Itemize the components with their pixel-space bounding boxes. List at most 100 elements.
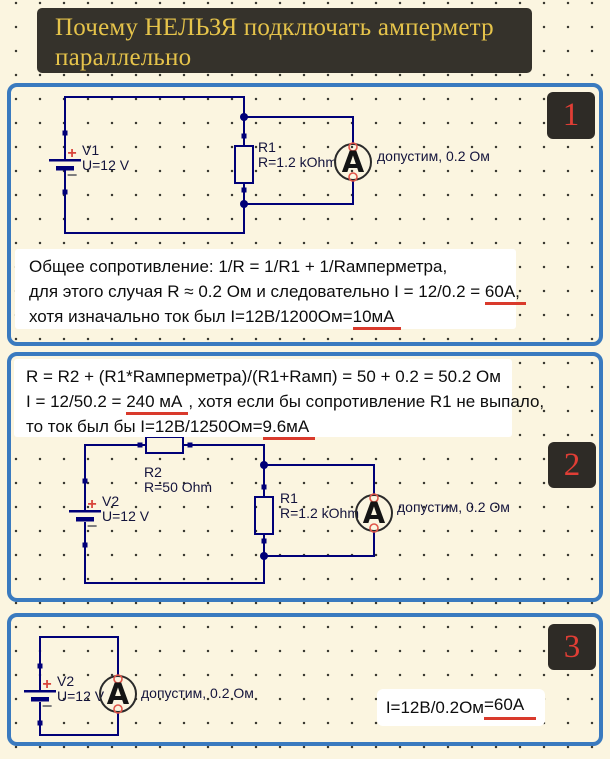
circuit-2: + − V2 U=12 V R2 R=50 Ohm R1 R=1.2 kOhm (69, 436, 510, 584)
battery-v2: + − V2 U=12 V (24, 663, 105, 726)
text-segment: то ток был бы I=12В/1250Ом= (26, 417, 263, 436)
resistor-body (145, 436, 184, 454)
wire (84, 522, 265, 584)
resistor-name-label: R1 (280, 490, 298, 506)
text-segment: I=12В/0.2Ом (385, 697, 484, 717)
battery-long-plate (24, 690, 56, 693)
ammeter-body (99, 675, 137, 713)
battery-name-label: V2 (102, 493, 119, 509)
minus-sign: − (87, 516, 98, 536)
panel-2-frame (7, 352, 603, 602)
ammeter-body (355, 494, 393, 532)
resistor-name-label: R1 (258, 139, 276, 155)
junction-dot (260, 552, 268, 560)
wire (84, 444, 146, 510)
ammeter-1: A допустим, 0.2 Ом (334, 142, 490, 182)
resistor-value-label: R=1.2 kOhm (280, 505, 359, 521)
terminal-square (82, 542, 88, 548)
battery-short-plate (76, 517, 94, 522)
text-segment: I = 12/50.2 = (26, 392, 127, 411)
battery-v1: + − V1 U=12 V (49, 130, 130, 195)
step-number: 1 (562, 97, 580, 133)
wire (183, 444, 265, 497)
plus-sign: + (42, 676, 51, 693)
wire (64, 170, 245, 234)
text-segment: , хотя если бы сопротивление R1 не выпал… (188, 392, 545, 411)
ammeter-terminal (113, 674, 123, 684)
underlined-value: 60А, (484, 282, 526, 305)
resistor-r1: R1 R=1.2 kOhm (254, 484, 359, 544)
battery-long-plate (69, 510, 101, 513)
battery-value-label: U=12 V (102, 508, 150, 524)
resistor-r2: R2 R=50 Ohm (137, 436, 212, 495)
explanation-line: то ток был бы I=12В/1250Ом=9.6мА (26, 414, 512, 440)
step-number: 2 (563, 446, 581, 483)
ammeter-letter: A (342, 145, 365, 179)
battery-name-label: V1 (82, 142, 99, 158)
wire (244, 180, 354, 205)
resistor-r1: R1 R=1.2 kOhm (234, 133, 337, 193)
plus-sign: + (67, 145, 76, 162)
ammeter-2: A допустим, 0.2 Ом (355, 493, 510, 533)
resistor-name-label: R2 (144, 464, 162, 480)
text-segment: Общее сопротивление: 1/R = 1/R1 + 1/Rамп… (29, 257, 448, 276)
minus-sign: − (67, 165, 78, 185)
text-segment: для этого случая R ≈ 0.2 Ом и следовател… (29, 282, 485, 301)
page-title: Почему НЕЛЬЗЯ подключать амперметр парал… (55, 14, 494, 71)
battery-short-plate (31, 697, 49, 702)
title-banner: Почему НЕЛЬЗЯ подключать амперметр парал… (37, 8, 532, 73)
terminal-square (241, 133, 247, 139)
terminal-square (37, 663, 43, 669)
terminal-square (82, 478, 88, 484)
step-number: 3 (563, 628, 581, 665)
battery-v2: + − V2 U=12 V (69, 478, 150, 548)
explanation-box-2: R = R2 + (R1*Rамперметра)/(R1+Rамп) = 50… (14, 359, 544, 440)
terminal-square (241, 187, 247, 193)
ammeter-terminal (348, 172, 358, 182)
terminal-square (37, 720, 43, 726)
circuit-1: + − V1 U=12 V R1 R=1.2 kOhm A (49, 96, 490, 234)
ammeter-terminal (369, 523, 379, 533)
ammeter-note: допустим, 0.2 Ом (397, 499, 510, 515)
wire (64, 96, 245, 159)
step-badge-2: 2 (548, 442, 596, 488)
step-badge-3: 3 (548, 624, 596, 670)
explanation-line: R = R2 + (R1*Rамперметра)/(R1+Rамп) = 50… (26, 364, 512, 389)
ammeter-letter: A (107, 677, 130, 711)
formula-box: I=12В/0.2Ом=60А (377, 689, 545, 726)
underlined-value: 240 мА (126, 392, 189, 415)
terminal-square (261, 538, 267, 544)
terminal-square (137, 442, 143, 448)
explanation-line: для этого случая R ≈ 0.2 Ом и следовател… (29, 279, 526, 305)
ammeter-terminal (113, 704, 123, 714)
battery-long-plate (49, 159, 81, 162)
terminal-square (261, 484, 267, 490)
junction-dot (240, 113, 248, 121)
panel-3-frame (7, 613, 603, 746)
underlined-value: =60А (483, 695, 537, 720)
terminal-square (62, 189, 68, 195)
battery-short-plate (56, 166, 74, 171)
explanation-line: I = 12/50.2 = 240 мА, хотя если бы сопро… (26, 389, 544, 415)
junction-dot (240, 200, 248, 208)
wire (264, 464, 375, 495)
battery-name-label: V2 (57, 673, 74, 689)
resistor-body (254, 496, 274, 535)
resistor-body (234, 145, 254, 184)
step-badge-1: 1 (547, 92, 595, 139)
explanation-box-1: Общее сопротивление: 1/R = 1/R1 + 1/Rамп… (15, 249, 526, 330)
text-segment: хотя изначально ток был I=12В/1200Ом= (29, 307, 353, 326)
ammeter-note: допустим, 0.2 Ом (141, 685, 254, 701)
resistor-value-label: R=1.2 kOhm (258, 154, 337, 170)
battery-value-label: U=12 V (57, 688, 105, 704)
resistor-value-label: R=50 Ohm (144, 479, 212, 495)
wire (264, 531, 375, 557)
circuit-3: + − V2 U=12 V A допустим, 0.2 Ом (24, 636, 254, 736)
minus-sign: − (42, 696, 53, 716)
ammeter-terminal (369, 493, 379, 503)
terminal-square (62, 130, 68, 136)
wire (39, 702, 119, 736)
ammeter-letter: A (363, 496, 386, 530)
